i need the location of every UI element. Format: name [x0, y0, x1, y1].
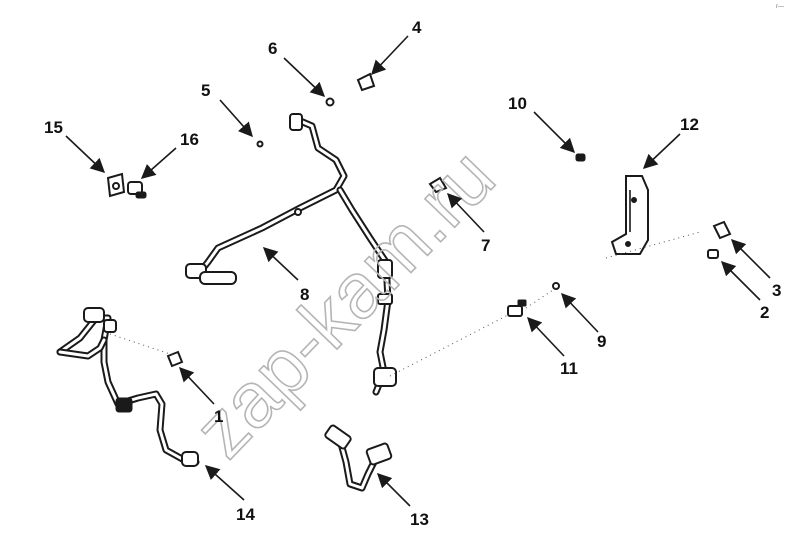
leader-arrow-12: [642, 133, 681, 169]
part-3-clip: [712, 220, 732, 240]
callout-11: 11: [560, 359, 578, 378]
assembly-line: [389, 313, 511, 377]
leader-arrow-2: [720, 260, 761, 301]
part-12-bracket: [610, 175, 649, 255]
leader-arrow-4: [371, 35, 409, 76]
callout-2: 2: [760, 303, 769, 322]
leader-arrow-10: [533, 111, 576, 154]
callout-9: 9: [597, 332, 606, 351]
part-15-clamp: [106, 172, 126, 198]
part-14-tube: [56, 307, 200, 467]
callout-6: 6: [268, 39, 277, 58]
part-8-tube: [185, 113, 397, 396]
callout-5: 5: [201, 81, 210, 100]
leader-arrow-3: [730, 238, 771, 279]
part-2-screw: [707, 249, 719, 259]
part-10-screw: [575, 153, 586, 162]
callout-14: 14: [236, 505, 255, 524]
part-9-washer: [552, 282, 560, 290]
leader-arrow-9: [561, 292, 599, 333]
part-7-fitting: [428, 176, 448, 194]
callout-13: 13: [410, 510, 429, 529]
callout-1: 1: [214, 407, 223, 426]
assembly-line: [525, 287, 557, 309]
leader-arrow-1: [179, 366, 215, 405]
callout-10: 10: [508, 94, 527, 113]
part-4-fitting: [356, 72, 376, 92]
callout-16: 16: [180, 130, 199, 149]
leader-arrow-8: [262, 247, 299, 281]
callout-7: 7: [481, 236, 490, 255]
leader-arrow-16: [140, 147, 177, 179]
assembly-line: [109, 333, 177, 357]
callout-12: 12: [680, 115, 699, 134]
watermark: zap-kam.ru: [177, 132, 511, 474]
leader-arrow-7: [447, 192, 485, 233]
callout-15: 15: [44, 118, 63, 137]
callout-8: 8: [300, 285, 309, 304]
callout-4: 4: [412, 18, 422, 37]
leader-arrow-14: [204, 465, 245, 501]
part-1-fitting: [166, 350, 184, 368]
callout-3: 3: [772, 281, 781, 300]
leader-arrow-6: [283, 57, 326, 97]
corner-mark: r—: [776, 4, 784, 10]
leader-arrow-15: [65, 135, 106, 173]
leader-arrow-5: [219, 99, 253, 138]
part-16-bolt: [127, 181, 147, 199]
part-13-fitting: [324, 424, 393, 492]
leader-arrow-13: [376, 472, 411, 507]
part-11-bolt: [507, 299, 527, 317]
part-6-washer: [325, 97, 335, 107]
part-5-washer: [256, 140, 264, 148]
leader-arrow-11: [527, 316, 565, 357]
